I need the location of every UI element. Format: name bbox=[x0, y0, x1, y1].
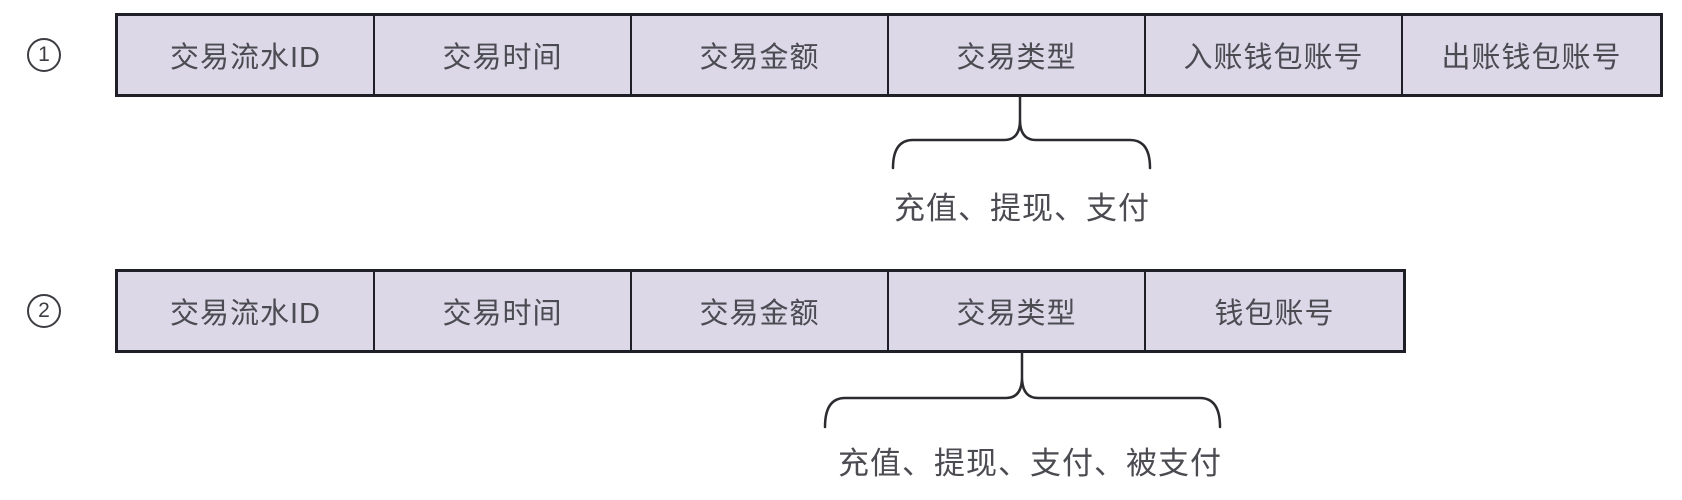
table1-col-transaction-time: 交易时间 bbox=[375, 16, 632, 94]
table1-col-transaction-id: 交易流水ID bbox=[118, 16, 375, 94]
table1-col-transaction-type: 交易类型 bbox=[889, 16, 1146, 94]
transaction-type-values-label-1: 充值、提现、支付 bbox=[894, 191, 1150, 226]
transaction-table-1: 交易流水ID 交易时间 交易金额 交易类型 入账钱包账号 出账钱包账号 bbox=[115, 13, 1663, 97]
circled-number-1-badge: 1 bbox=[27, 38, 61, 72]
table2-col-transaction-time: 交易时间 bbox=[375, 272, 632, 350]
curly-brace-icon bbox=[823, 351, 1222, 429]
table2-col-transaction-amount: 交易金额 bbox=[632, 272, 889, 350]
circled-number-2-badge: 2 bbox=[27, 294, 61, 328]
table2-col-transaction-type: 交易类型 bbox=[889, 272, 1146, 350]
table1-col-incoming-wallet: 入账钱包账号 bbox=[1146, 16, 1403, 94]
table1-col-outgoing-wallet: 出账钱包账号 bbox=[1403, 16, 1660, 94]
table2-col-wallet-account: 钱包账号 bbox=[1146, 272, 1403, 350]
table2-col-transaction-id: 交易流水ID bbox=[118, 272, 375, 350]
curly-brace-icon bbox=[891, 95, 1152, 170]
table1-col-transaction-amount: 交易金额 bbox=[632, 16, 889, 94]
transaction-type-values-label-2: 充值、提现、支付、被支付 bbox=[838, 446, 1222, 481]
transaction-table-2: 交易流水ID 交易时间 交易金额 交易类型 钱包账号 bbox=[115, 269, 1406, 353]
